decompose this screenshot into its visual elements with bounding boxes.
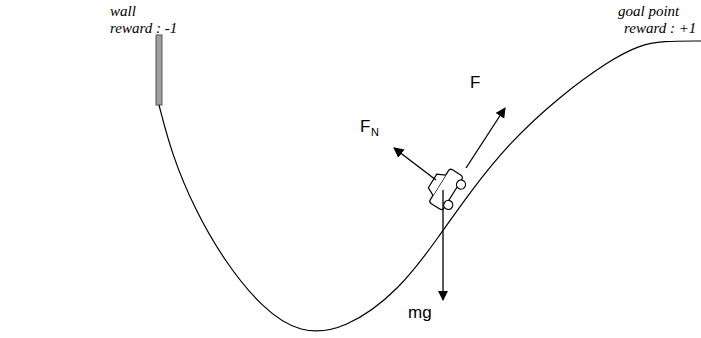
force-label: F — [470, 74, 480, 91]
reward-label: reward : +1 — [624, 21, 696, 36]
hill-curve — [159, 41, 701, 331]
wall-label: wall — [110, 4, 136, 19]
force-subscript: N — [371, 127, 379, 138]
car — [422, 164, 469, 214]
force-arrow — [466, 108, 505, 168]
force-label: mg — [408, 304, 432, 321]
wall-block — [156, 35, 162, 105]
reward-label: reward : -1 — [110, 21, 177, 36]
normal-force-arrow — [394, 148, 436, 180]
goal-label: goal point — [618, 4, 679, 19]
force-label: F — [360, 118, 370, 135]
gravity-arrow — [442, 190, 443, 300]
